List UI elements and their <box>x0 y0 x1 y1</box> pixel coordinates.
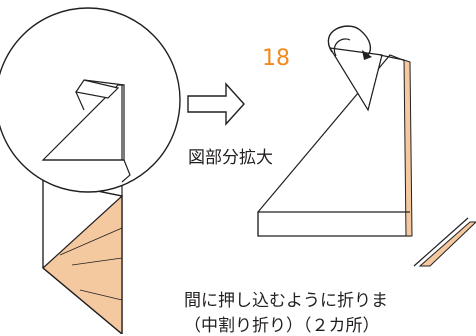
fold-loop-inner <box>333 38 351 57</box>
enlarged-tail-edge <box>413 217 469 267</box>
enlarged-tail <box>418 221 476 267</box>
enlarged-edge <box>379 54 405 61</box>
crease-line <box>79 289 123 301</box>
dashed-fold-line <box>367 54 383 111</box>
crease-line <box>71 257 123 266</box>
enlarged-view-label: 図部分拡大 <box>188 148 273 168</box>
crease-line <box>59 227 123 256</box>
head-top <box>74 79 120 99</box>
body-edge <box>42 267 123 334</box>
head-edge <box>83 79 125 86</box>
enlarged-back-edge <box>403 59 413 237</box>
enlarged-head <box>328 47 383 112</box>
step-number: 18 <box>262 46 290 71</box>
enlarged-floor <box>257 211 410 236</box>
right-arrow-outline-icon <box>187 82 245 126</box>
magnifier-circle <box>0 7 181 193</box>
inner-fold <box>121 159 131 183</box>
enlarged-model <box>257 25 476 267</box>
enlarged-front-panel <box>257 54 411 237</box>
curved-fold-arrow-icon <box>327 25 372 56</box>
instruction-line-2: （中割り折り）（２カ所） <box>184 316 380 336</box>
small-model <box>0 7 181 334</box>
head-edge <box>75 91 85 111</box>
fold-arrow-head <box>362 50 372 60</box>
instruction-line-1: 間に押し込むように折りま <box>184 291 388 311</box>
